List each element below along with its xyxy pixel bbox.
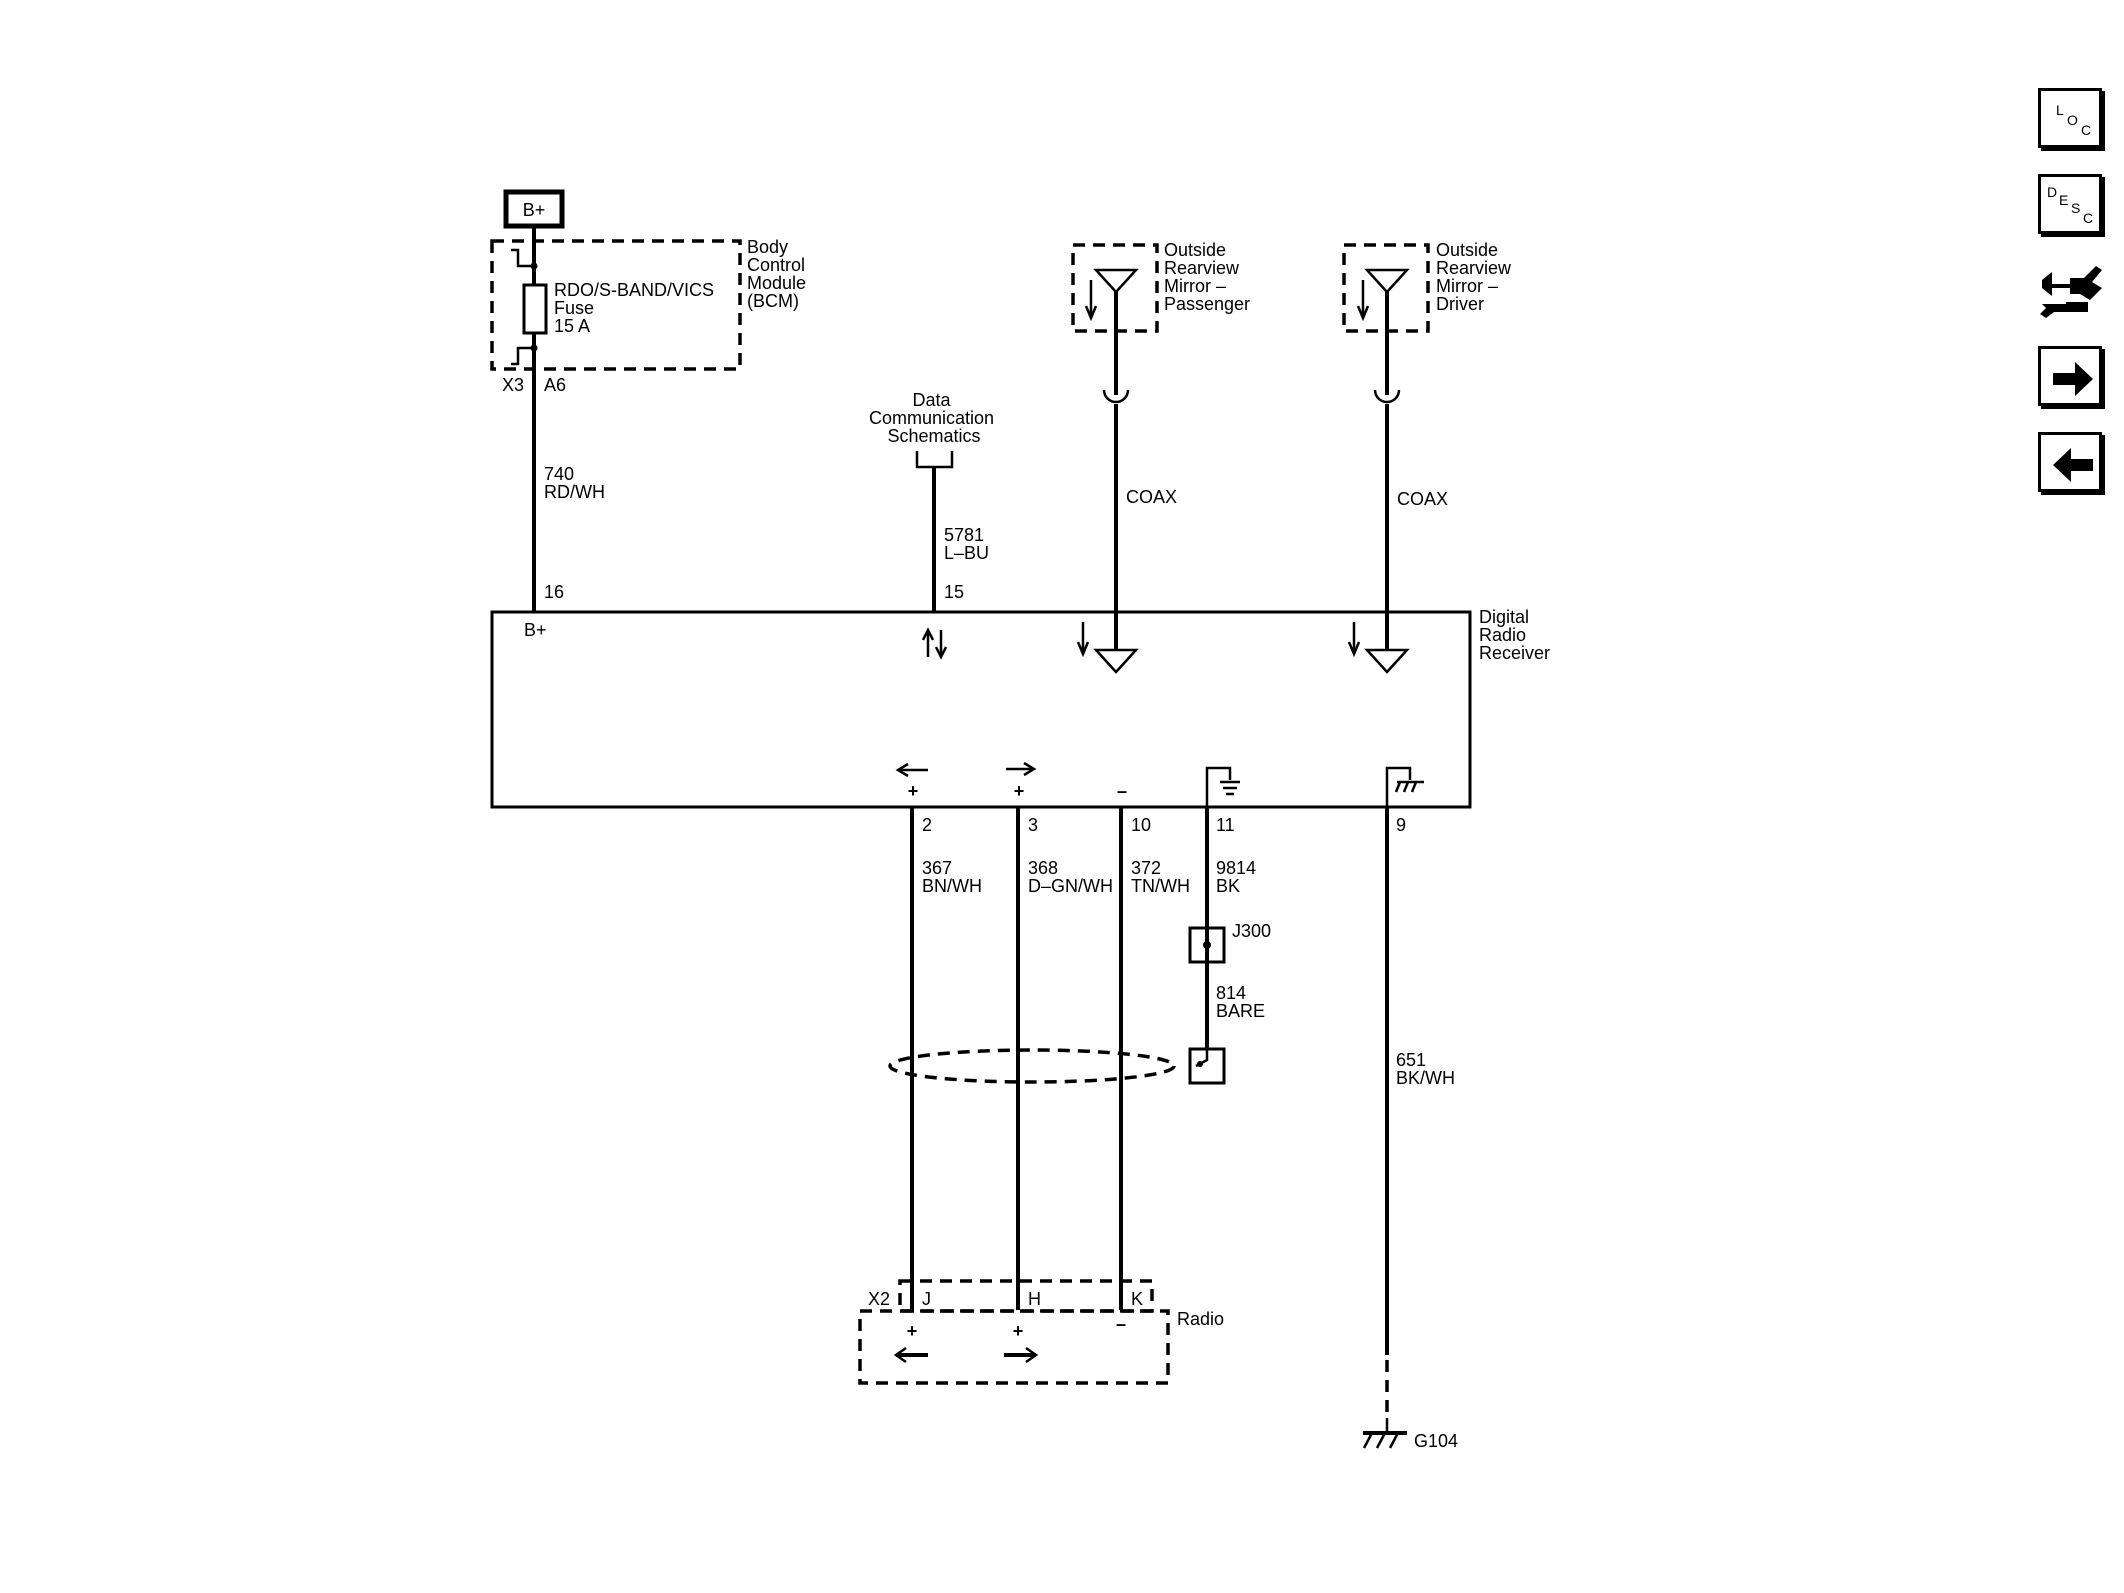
connector-view-button[interactable] (2036, 254, 2106, 324)
ground-g104: G104 (1362, 1418, 1458, 1451)
signal-ground-icon (1205, 766, 1240, 806)
desc-letter-s: S (2071, 200, 2080, 216)
antenna-icon (1364, 268, 1410, 294)
loc-button[interactable]: L O C (2038, 88, 2102, 148)
arrow-left-icon (2053, 448, 2093, 482)
wire-9814-label: 9814 BK (1216, 858, 1261, 896)
chassis-ground-icon (1385, 766, 1424, 806)
arrow-left-icon (895, 762, 928, 778)
wire-740-label: 740 RD/WH (544, 464, 605, 502)
bcm-name: Body Control Module (BCM) (747, 237, 811, 311)
loc-letter-c: C (2081, 122, 2091, 138)
pin-16-label: 16 (544, 582, 564, 602)
pin-2-label: 2 (922, 815, 932, 835)
pin-11-label: 11 (1216, 815, 1235, 835)
radio-connector-label: X2 (868, 1289, 890, 1309)
receiver-name: Digital Radio Receiver (1479, 607, 1550, 663)
radio-pin-j: J (922, 1289, 931, 1309)
connector-icon (2040, 266, 2102, 318)
wire-814-label: 814 BARE (1216, 983, 1265, 1021)
bidirectional-arrow-icon (921, 627, 948, 660)
sign-minus-10: – (1117, 781, 1127, 801)
desc-button[interactable]: D E S C (2038, 174, 2102, 234)
mirror-passenger: Outside Rearview Mirror – Passenger (1071, 240, 1250, 404)
receiver-bplus-label: B+ (524, 620, 547, 640)
coax-passenger-label: COAX (1126, 487, 1177, 507)
antenna-icon (1093, 648, 1139, 674)
wire-368-label: 368 D–GN/WH (1028, 858, 1113, 896)
pin-15-label: 15 (944, 582, 964, 602)
wire-367-label: 367 BN/WH (922, 858, 982, 896)
arrow-right-icon (2053, 362, 2093, 396)
desc-letter-d: D (2047, 184, 2057, 200)
bcm-module: RDO/S-BAND/VICS Fuse 15 A Body Control M… (490, 226, 811, 612)
wire-372-label: 372 TN/WH (1131, 858, 1190, 896)
bcm-connector-label: X3 (502, 375, 524, 395)
mirror-driver: Outside Rearview Mirror – Driver (1342, 240, 1516, 404)
ground-label: G104 (1414, 1431, 1458, 1451)
desc-letter-e: E (2059, 192, 2068, 208)
pin-9-label: 9 (1396, 815, 1406, 835)
splice-j300: J300 (1188, 921, 1271, 964)
arrow-right-icon (1006, 761, 1037, 777)
desc-letter-c: C (2083, 210, 2093, 226)
radio-sign-plus-j: + (907, 1321, 918, 1341)
arrow-left-icon (893, 1346, 928, 1364)
previous-button[interactable] (2038, 432, 2102, 492)
radio-sign-minus-k: – (1116, 1314, 1126, 1334)
sign-plus-2: + (908, 781, 919, 801)
fuse-label: RDO/S-BAND/VICS Fuse 15 A (554, 280, 719, 336)
radio-module: X2 J H K Radio + + – (858, 1279, 1224, 1385)
bcm-pin-label: A6 (544, 375, 566, 395)
shield-drain (888, 1047, 1226, 1085)
antenna-icon (1093, 268, 1139, 294)
radio-sign-plus-h: + (1013, 1321, 1024, 1341)
data-comm-label: Data Communication Schematics (869, 390, 999, 446)
digital-radio-receiver: Digital Radio Receiver 16 15 B+ (490, 582, 1550, 835)
wire-651-label: 651 BK/WH (1396, 1050, 1455, 1088)
data-communication-ref: Data Communication Schematics (869, 390, 999, 612)
next-button[interactable] (2038, 346, 2102, 406)
mirror-passenger-name: Outside Rearview Mirror – Passenger (1164, 240, 1250, 314)
mirror-driver-name: Outside Rearview Mirror – Driver (1436, 240, 1516, 314)
antenna-input-driver (1347, 622, 1410, 674)
coax-driver-label: COAX (1397, 489, 1448, 509)
sign-plus-3: + (1014, 781, 1025, 801)
antenna-icon (1364, 648, 1410, 674)
pin-10-label: 10 (1131, 815, 1151, 835)
splice-label: J300 (1232, 921, 1271, 941)
antenna-input-passenger (1076, 622, 1139, 674)
loc-letter-o: O (2067, 112, 2078, 128)
power-label: B+ (523, 200, 546, 220)
radio-pin-k: K (1131, 1289, 1143, 1309)
loc-letter-l: L (2056, 102, 2064, 118)
power-source-bplus: B+ (503, 189, 565, 229)
pin-3-label: 3 (1028, 815, 1038, 835)
radio-name: Radio (1177, 1309, 1224, 1329)
wire-5781-label: 5781 L–BU (944, 525, 989, 563)
radio-pin-h: H (1028, 1289, 1041, 1309)
fuse-icon (522, 283, 548, 335)
arrow-right-icon (1004, 1346, 1039, 1364)
